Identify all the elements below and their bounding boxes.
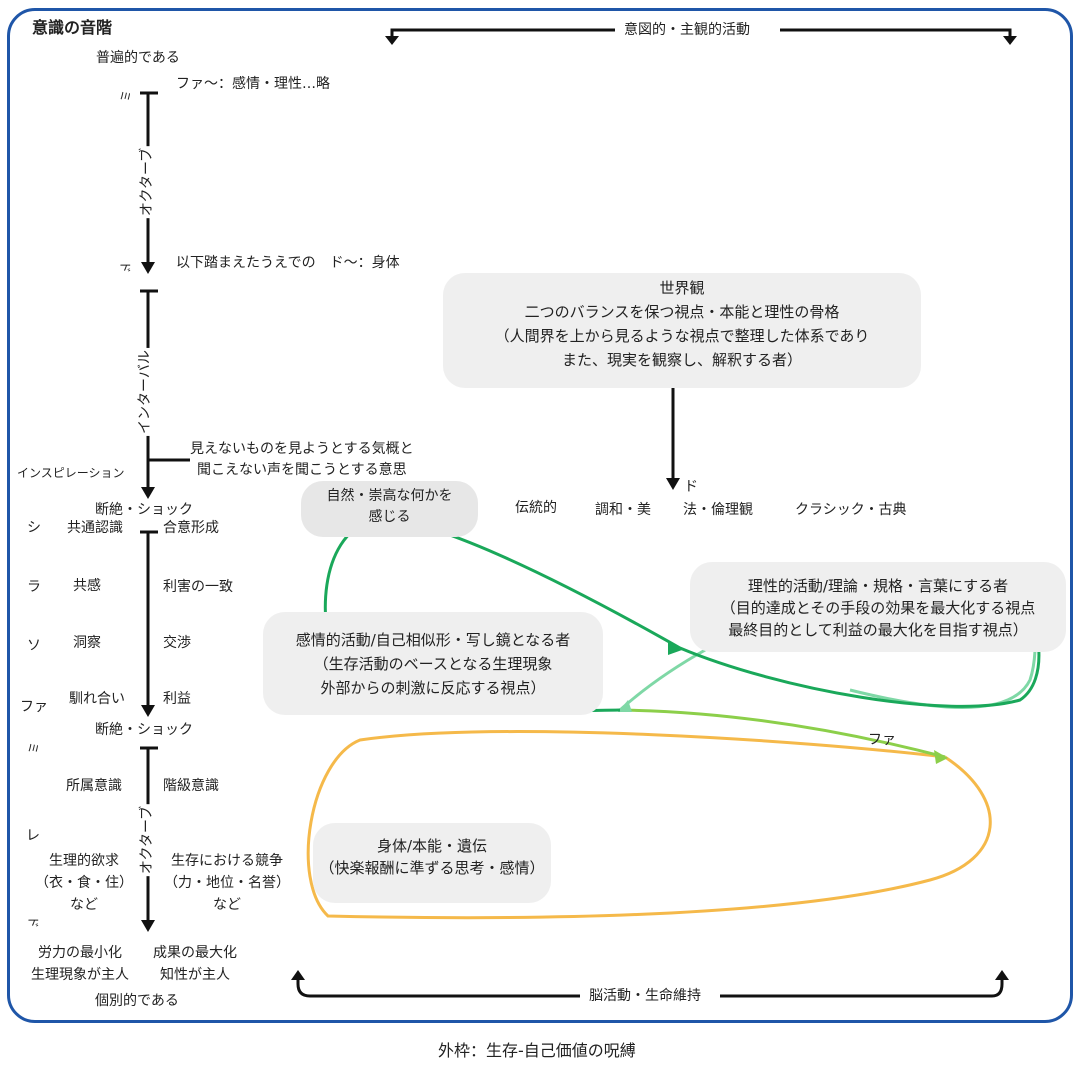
fa-label: ファ — [20, 699, 48, 715]
mi-top-label: ミ — [118, 89, 133, 103]
rational-box: 理性的活動/理論・規格・言葉にする者（目的達成とその手段の効果を最大化する視点最… — [690, 562, 1066, 652]
pair-1-right: 利害の一致 — [163, 579, 233, 595]
do-top-label: ド — [118, 260, 133, 274]
orange-loop — [306, 730, 992, 920]
do-label: ド — [26, 915, 41, 929]
fa-label-right: ファ — [868, 732, 896, 748]
shock-2-label: 断絶・ショック — [95, 722, 193, 738]
fa-note: ファ〜：感情・理性…略 — [176, 76, 330, 92]
caption: 外枠：生存-自己価値の呪縛 — [438, 1041, 636, 1060]
classic-label: クラシック・古典 — [795, 502, 907, 518]
inspiration-note-2: 聞こえない声を聞こうとする意思 — [197, 462, 407, 478]
harmony-label: 調和・美 — [595, 502, 651, 518]
pair-3-right: 利益 — [163, 691, 191, 707]
interval-label: インターバル — [133, 348, 154, 436]
mi-label: ミ — [26, 741, 41, 755]
bottom-right: 成果の最大化知性が主人 — [153, 945, 237, 983]
desire-right: 生存における競争（力・地位・名誉）など — [164, 853, 290, 913]
bottom-arrow — [296, 976, 580, 998]
pair-3-left: 馴れ合い — [69, 691, 125, 707]
pair-2-left: 洞察 — [73, 635, 101, 651]
desire-left: 生理的欲求（衣・食・住）など — [35, 853, 133, 913]
worldview-box: 世界観二つのバランスを保つ視点・本能と理性の骨格（人間界を上から見るような視点で… — [443, 273, 921, 388]
la-label: ラ — [27, 579, 41, 595]
universal-label: 普遍的である — [96, 50, 180, 66]
so-label: ソ — [27, 638, 41, 654]
si-label: シ — [27, 520, 41, 536]
top-arrow-label: 意図的・主観的活動 — [618, 21, 756, 39]
outer-frame — [7, 8, 1073, 1023]
pair-0-right: 合意形成 — [163, 520, 219, 536]
pair-4-left: 所属意識 — [66, 778, 122, 794]
nature-box: 自然・崇高な何かを感じる — [301, 481, 478, 537]
pair-0-left: 共通認識 — [67, 520, 123, 536]
octave-upper-label: オクターブ — [136, 145, 157, 219]
inspiration-label: インスピレーション — [17, 466, 125, 480]
do-note: 以下踏まえたうえでの ド〜：身体 — [176, 255, 400, 271]
pair-1-left: 共感 — [73, 578, 101, 594]
bottom-arrow-label: 脳活動・生命維持 — [583, 987, 707, 1005]
shock-1-label: 断絶・ショック — [95, 502, 193, 518]
bottom-left: 労力の最小化生理現象が主人 — [31, 945, 129, 983]
do-label-right: ド — [684, 479, 698, 495]
pair-2-right: 交渉 — [163, 635, 191, 651]
re-label: レ — [26, 828, 40, 844]
law-label: 法・倫理観 — [683, 502, 753, 518]
body-box: 身体/本能・遺伝（快楽報酬に準ずる思考・感情） — [313, 823, 551, 903]
emotional-box: 感情的活動/自己相似形・写し鏡となる者（生存活動のベースとなる生理現象外部からの… — [263, 612, 603, 715]
page-title: 意識の音階 — [32, 18, 113, 37]
pair-4-right: 階級意識 — [163, 778, 219, 794]
top-arrow — [390, 28, 615, 40]
inspiration-note-1: 見えないものを見ようとする気概と — [190, 441, 414, 457]
individual-label: 個別的である — [95, 993, 179, 1009]
traditional-label: 伝統的 — [515, 500, 557, 516]
